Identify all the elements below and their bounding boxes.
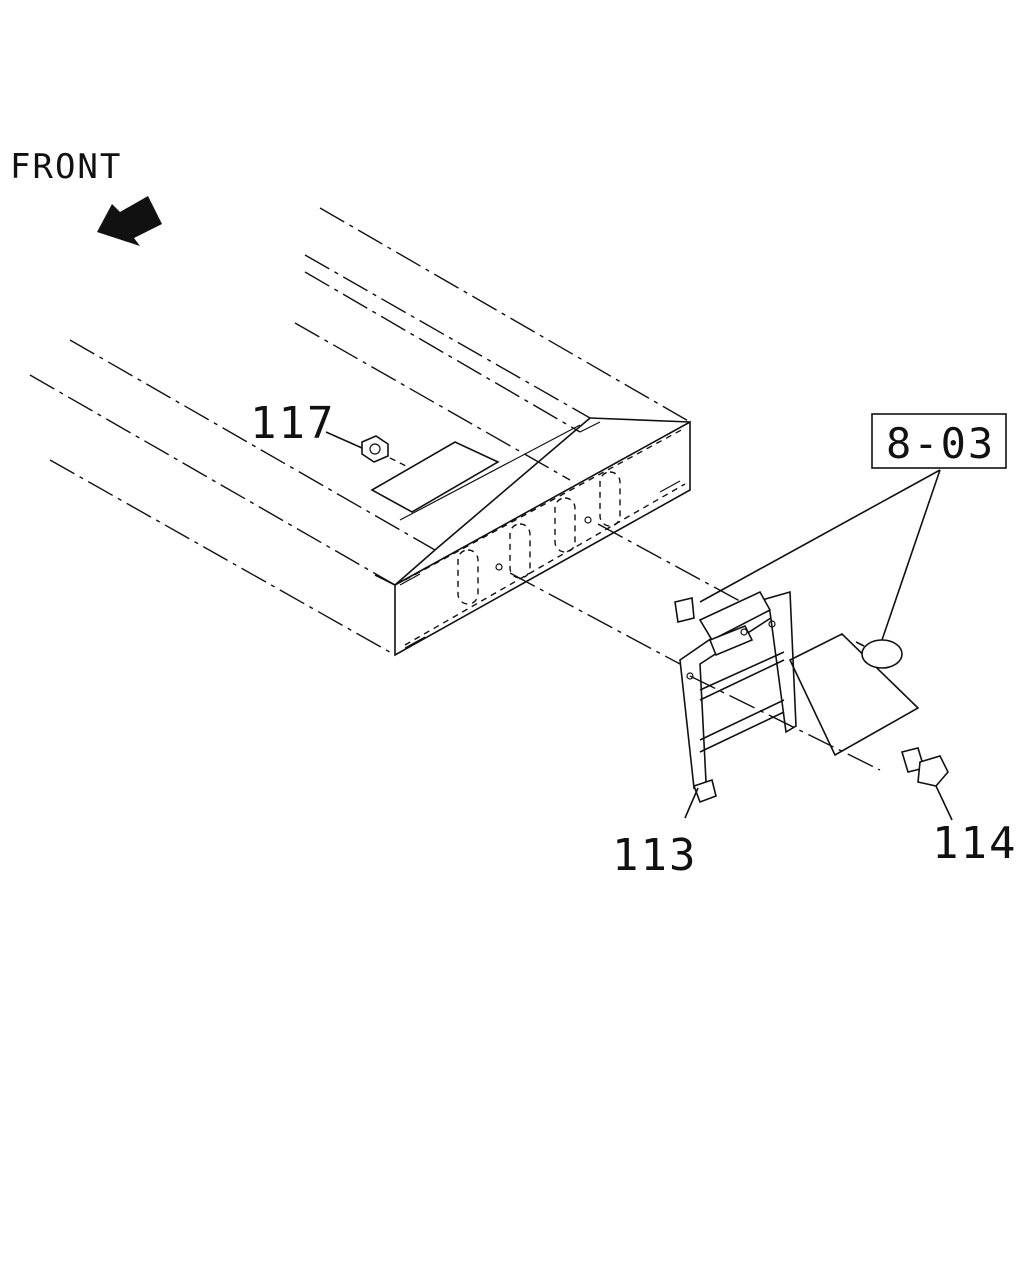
reference-leader-1 bbox=[699, 469, 941, 603]
bracket-113 bbox=[679, 590, 797, 819]
callout-reference: 8-03 bbox=[886, 419, 995, 468]
callout-113: 113 bbox=[612, 830, 697, 881]
projection-lines bbox=[509, 523, 761, 665]
clip-part bbox=[674, 597, 903, 669]
front-label: FRONT bbox=[10, 147, 122, 187]
reference-leader-2 bbox=[881, 469, 941, 641]
callout-114: 114 bbox=[932, 818, 1017, 869]
reference-box bbox=[871, 413, 1007, 469]
callout-117: 117 bbox=[250, 398, 335, 449]
nut-117 bbox=[325, 431, 411, 469]
frame-rails bbox=[29, 207, 691, 656]
front-arrow-icon bbox=[97, 196, 162, 246]
plate-outline bbox=[788, 633, 920, 757]
bolt-114 bbox=[900, 747, 953, 821]
cross-member bbox=[370, 417, 691, 657]
plate-projection bbox=[689, 675, 881, 771]
